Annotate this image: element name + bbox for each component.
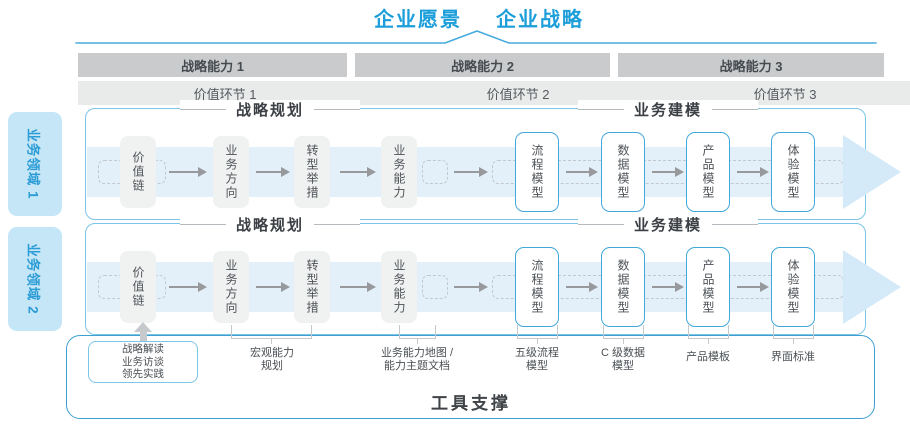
enterprise-strategy-title: 企业战略 [496, 9, 584, 31]
bracket-tick [688, 325, 689, 338]
data-model-box: 数据模型 [601, 132, 645, 212]
bracket-drop [793, 338, 794, 344]
section-header-business-modeling: 业务建模 [577, 215, 759, 234]
flow-arrow-icon [566, 167, 598, 177]
section-header-strategic-planning: 战略规划 [179, 215, 361, 234]
capability-band-3: 战略能力 3 [618, 53, 884, 77]
flow-arrow-icon [737, 167, 769, 177]
tool-support-title: 工具支撑 [431, 394, 511, 413]
deliverable-c-level-data-model: C 级数据 模型 [601, 347, 645, 372]
domain-2-flow-arrowhead-icon [843, 250, 901, 324]
process-model-box: 流程模型 [515, 132, 559, 212]
process-model-box: 流程模型 [515, 247, 559, 327]
flow-arrow-icon [256, 282, 290, 292]
data-model-box: 数据模型 [601, 247, 645, 327]
flow-arrow-icon [454, 167, 488, 177]
capability-band-2: 战略能力 2 [355, 53, 610, 77]
placeholder-dashed-box [422, 275, 448, 299]
deliverable-ui-standard: 界面标准 [771, 351, 815, 363]
flow-arrow-icon [454, 282, 488, 292]
bracket-tick [435, 325, 436, 338]
bracket-tick [603, 325, 604, 338]
bracket-tick [399, 325, 400, 338]
bracket-drop [623, 338, 624, 344]
flow-arrow-icon [169, 282, 207, 292]
experience-model-box: 体验模型 [771, 132, 815, 212]
bracket-tick [517, 325, 518, 338]
transformation-initiative-box: 转型举措 [294, 136, 330, 208]
capability-band-1: 战略能力 1 [78, 53, 347, 77]
business-capability-box: 业务能力 [381, 136, 417, 208]
business-direction-box: 业务方向 [213, 136, 249, 208]
bracket-drop [537, 338, 538, 344]
flow-arrow-icon [652, 282, 684, 292]
flow-arrow-icon [652, 167, 684, 177]
flow-arrow-icon [340, 167, 376, 177]
domain-1-flow-arrowhead-icon [843, 135, 901, 209]
product-model-box: 产品模型 [686, 247, 730, 327]
deliverable-product-template: 产品模板 [686, 351, 730, 363]
business-domain-1-label: 业务领域 1 [8, 112, 62, 216]
business-direction-box: 业务方向 [213, 251, 249, 323]
product-model-box: 产品模型 [686, 132, 730, 212]
flow-arrow-icon [340, 282, 376, 292]
bracket-tick [311, 325, 312, 338]
placeholder-dashed-box [422, 160, 448, 184]
business-domain-2-label: 业务领域 2 [8, 227, 62, 331]
flow-arrow-icon [737, 282, 769, 292]
bracket-tick [773, 325, 774, 338]
bracket-drop [271, 338, 272, 344]
bracket-tick [231, 325, 232, 338]
transformation-initiative-box: 转型举措 [294, 251, 330, 323]
flow-arrow-icon [566, 282, 598, 292]
bracket-tick [557, 325, 558, 338]
enterprise-vision-title: 企业愿景 [374, 9, 462, 31]
business-capability-box: 业务能力 [381, 251, 417, 323]
section-header-strategic-planning: 战略规划 [179, 100, 361, 119]
title-pointer-line [75, 30, 877, 44]
deliverable-capability-map-docs: 业务能力地图 / 能力主题文档 [380, 347, 454, 372]
tool-support-frame [66, 335, 875, 419]
flow-arrow-icon [256, 167, 290, 177]
section-header-business-modeling: 业务建模 [577, 100, 759, 119]
flow-arrow-icon [169, 167, 207, 177]
bracket-drop [708, 338, 709, 344]
practice-methods-box: 战略解读 业务访谈 领先实践 [88, 341, 198, 383]
deliverable-level5-process-model: 五级流程 模型 [515, 347, 559, 372]
bracket-drop [417, 338, 418, 344]
bracket-tick [728, 325, 729, 338]
deliverable-macro-capability-planning: 宏观能力 规划 [250, 347, 294, 372]
bracket-tick [643, 325, 644, 338]
value-chain-box: 价值链 [120, 251, 156, 323]
value-chain-box: 价值链 [120, 136, 156, 208]
bracket-tick [813, 325, 814, 338]
experience-model-box: 体验模型 [771, 247, 815, 327]
up-arrow-icon [134, 322, 152, 342]
